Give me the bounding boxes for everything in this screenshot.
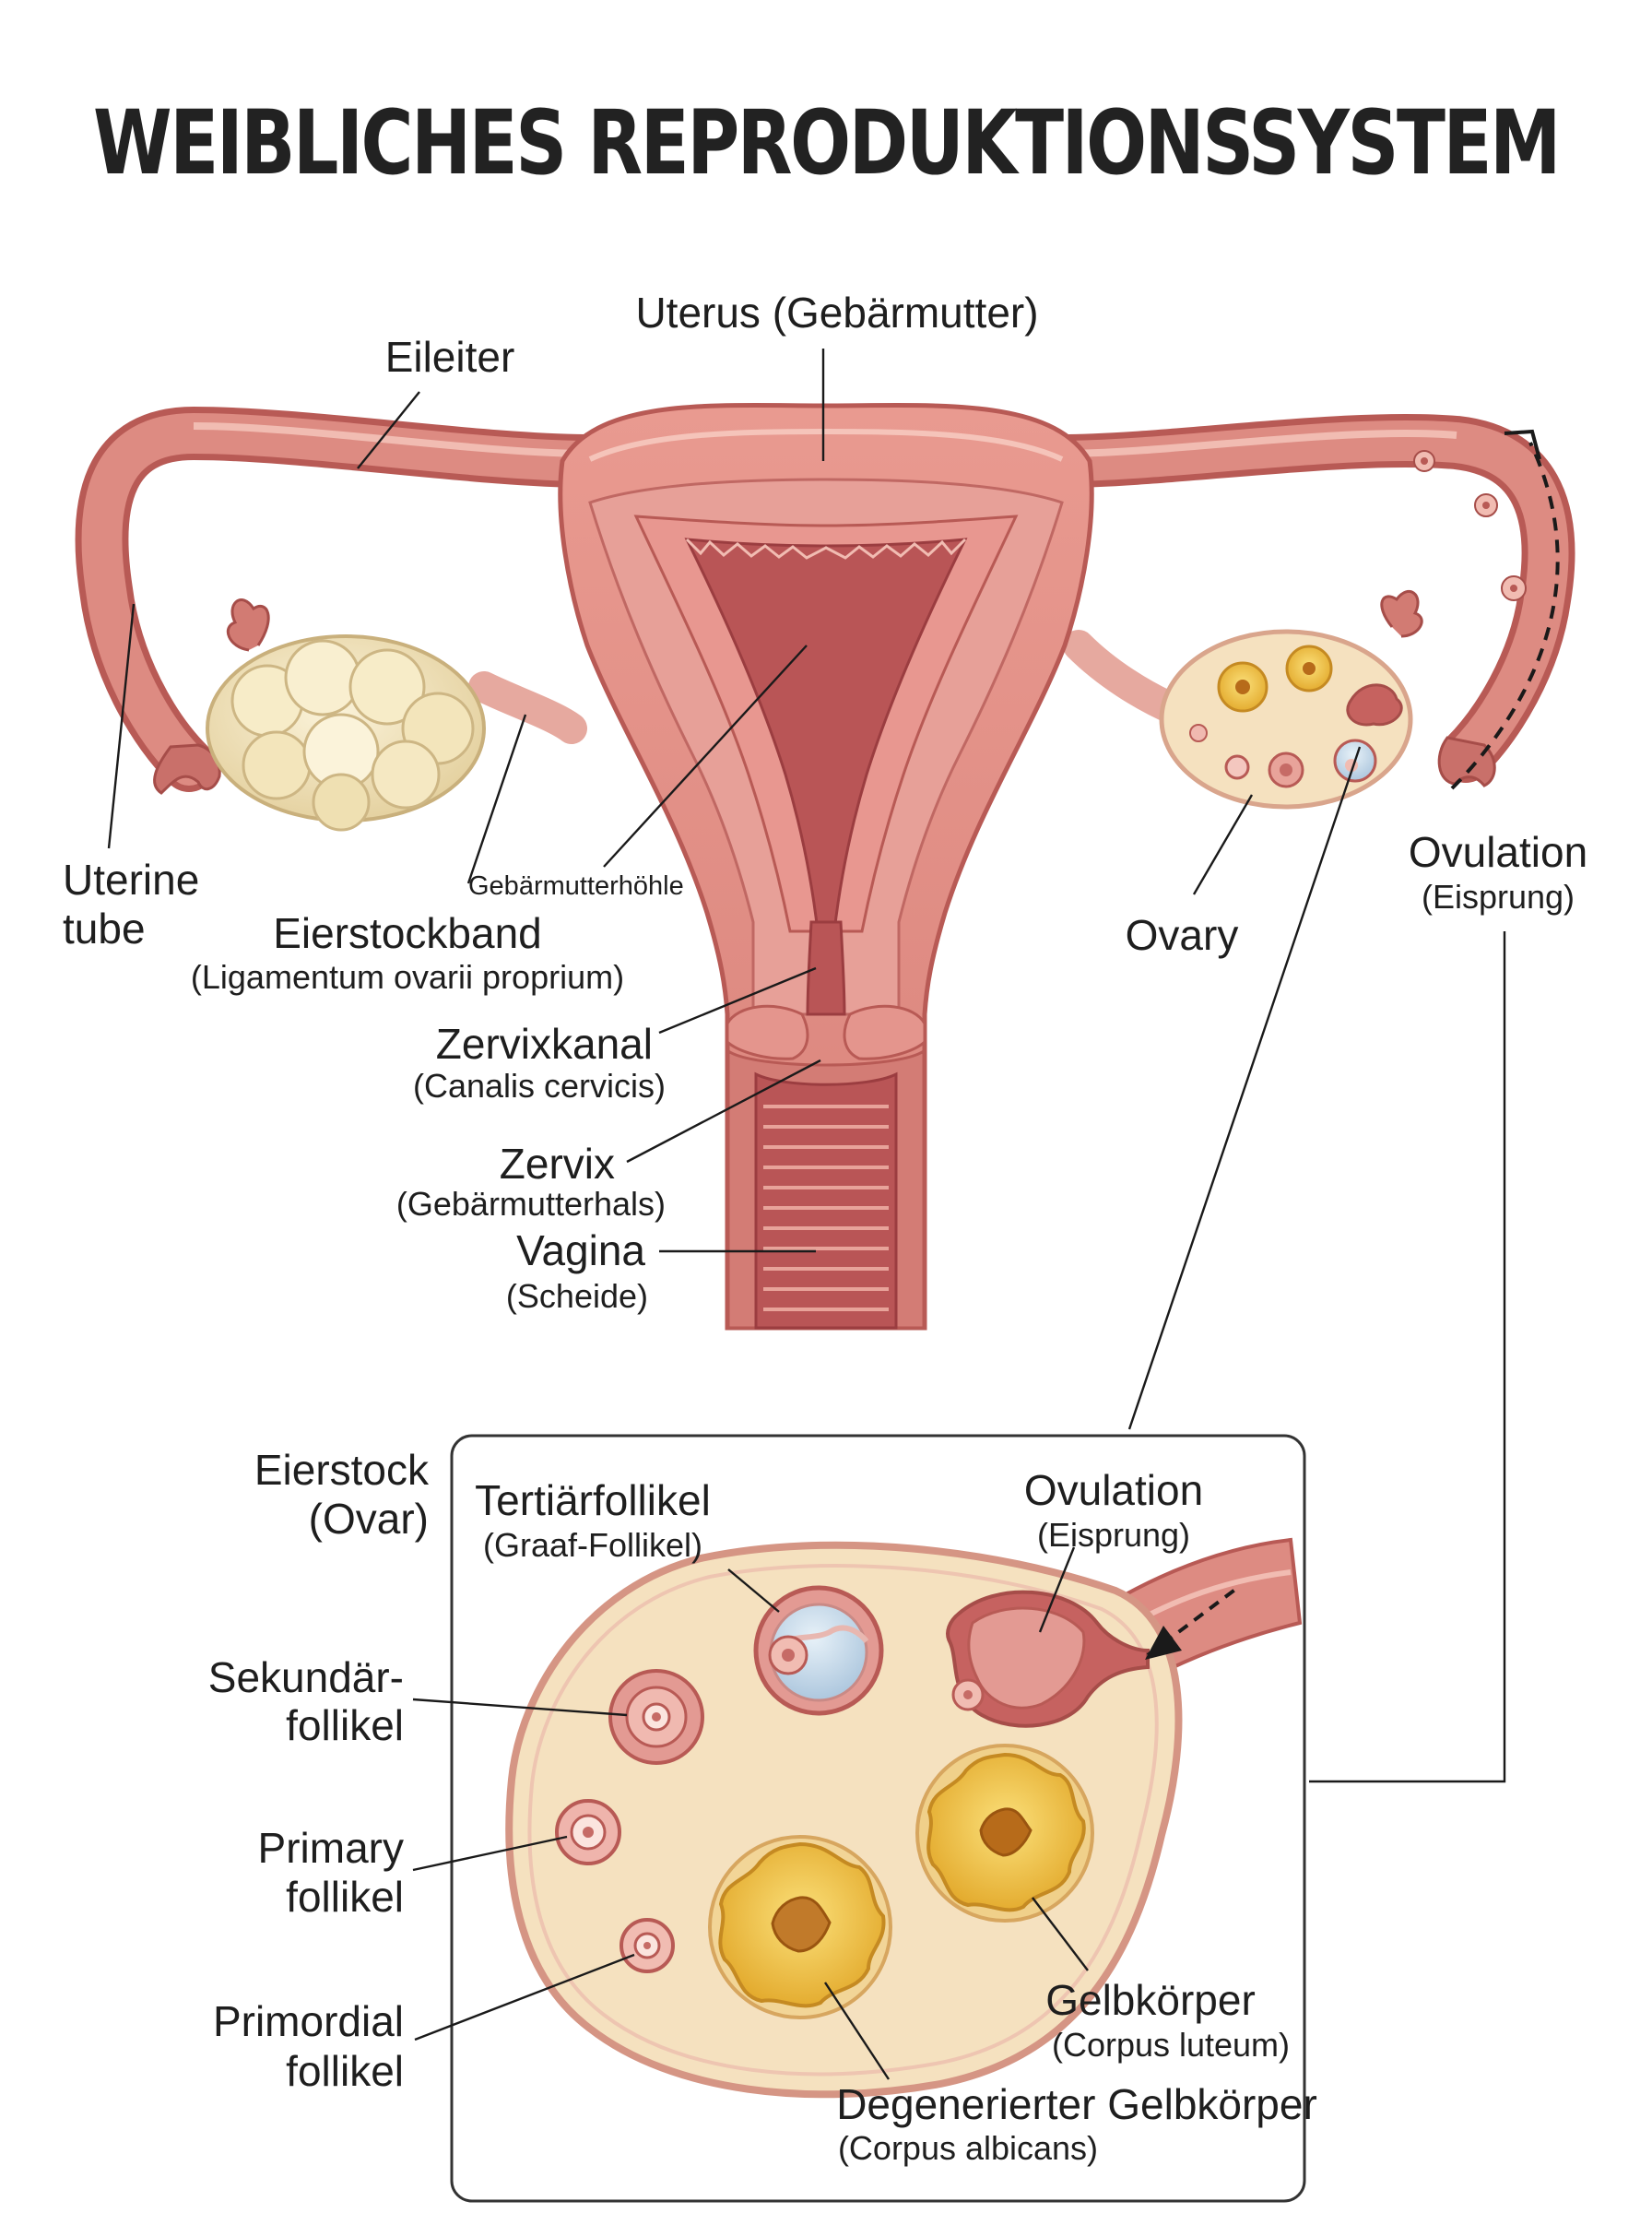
label-primordial-line1: Primordial (213, 1997, 404, 2045)
label-vagina: Vagina (516, 1226, 645, 1274)
label-eileiter: Eileiter (385, 333, 515, 381)
label-degenerierter-gelbkoerper: Degenerierter Gelbkörper (836, 2080, 1317, 2128)
label-ovary: Ovary (1126, 911, 1239, 959)
label-gelbkoerper: Gelbkörper (1045, 1976, 1256, 2024)
label-primary-line1: Primary (258, 1824, 404, 1872)
corpus-luteum (915, 1744, 1094, 1923)
cervix-lips (726, 1004, 809, 1060)
label-primary-line2: follikel (286, 1873, 404, 1921)
tertiary-follicle (753, 1585, 884, 1716)
upper-leaders (107, 349, 1506, 1783)
primordial-follicle (620, 1918, 675, 1973)
label-zervixkanal: Zervixkanal (436, 1020, 653, 1068)
label-zervix: Zervix (500, 1140, 615, 1188)
label-eierstock-line2: (Ovar) (309, 1495, 429, 1543)
cervical-canal (806, 920, 846, 1016)
page-title: WEIBLICHES REPRODUKTIONSSYSTEM (93, 91, 1559, 195)
label-sekundaer-line2: follikel (286, 1701, 404, 1749)
label-uterus: Uterus (Gebärmutter) (635, 289, 1038, 337)
label-uterine-tube-line1: Uterine (63, 856, 199, 904)
label-vagina-sub: (Scheide) (506, 1277, 648, 1315)
ovulating-follicle (946, 1590, 1150, 1728)
label-ovulation-sub: (Eisprung) (1422, 878, 1575, 916)
label-inset-ovulation: Ovulation (1024, 1466, 1203, 1514)
uterus-anatomy (75, 403, 1575, 1331)
label-uterine-tube-line2: tube (63, 905, 146, 953)
label-primordial-line2: follikel (286, 2047, 404, 2095)
vaginal-rugae (763, 1105, 889, 1311)
secondary-follicle (608, 1669, 704, 1765)
label-zervixkanal-sub: (Canalis cervicis) (413, 1067, 666, 1105)
label-tertiaerfollikel: Tertiärfollikel (475, 1476, 711, 1524)
corpus-albicans (708, 1835, 892, 2019)
label-sekundaer-line1: Sekundär- (208, 1653, 404, 1701)
label-tertiaerfollikel-sub: (Graaf-Follikel) (483, 1526, 702, 1564)
label-corpus-albicans: (Corpus albicans) (838, 2129, 1098, 2167)
label-eierstock-line1: Eierstock (254, 1446, 430, 1494)
left-ovary (206, 634, 587, 832)
uterine-cavity (684, 538, 968, 933)
label-gebaermutterhoehle: Gebärmutterhöhle (468, 871, 684, 901)
label-eierstockband: Eierstockband (273, 909, 542, 957)
label-gelbkoerper-sub: (Corpus luteum) (1052, 2026, 1290, 2064)
label-ovulation: Ovulation (1409, 828, 1587, 876)
ovulation-arrow (1450, 442, 1560, 790)
label-zervix-sub: (Gebärmutterhals) (396, 1185, 666, 1223)
primary-follicle (555, 1799, 621, 1865)
right-ovary (1063, 629, 1413, 810)
ovary-cross-section (505, 1537, 1303, 2099)
inset-leaders (412, 1546, 1089, 2080)
label-eierstockband-sub: (Ligamentum ovarii proprium) (191, 958, 624, 996)
label-inset-ovulation-sub: (Eisprung) (1037, 1516, 1190, 1554)
